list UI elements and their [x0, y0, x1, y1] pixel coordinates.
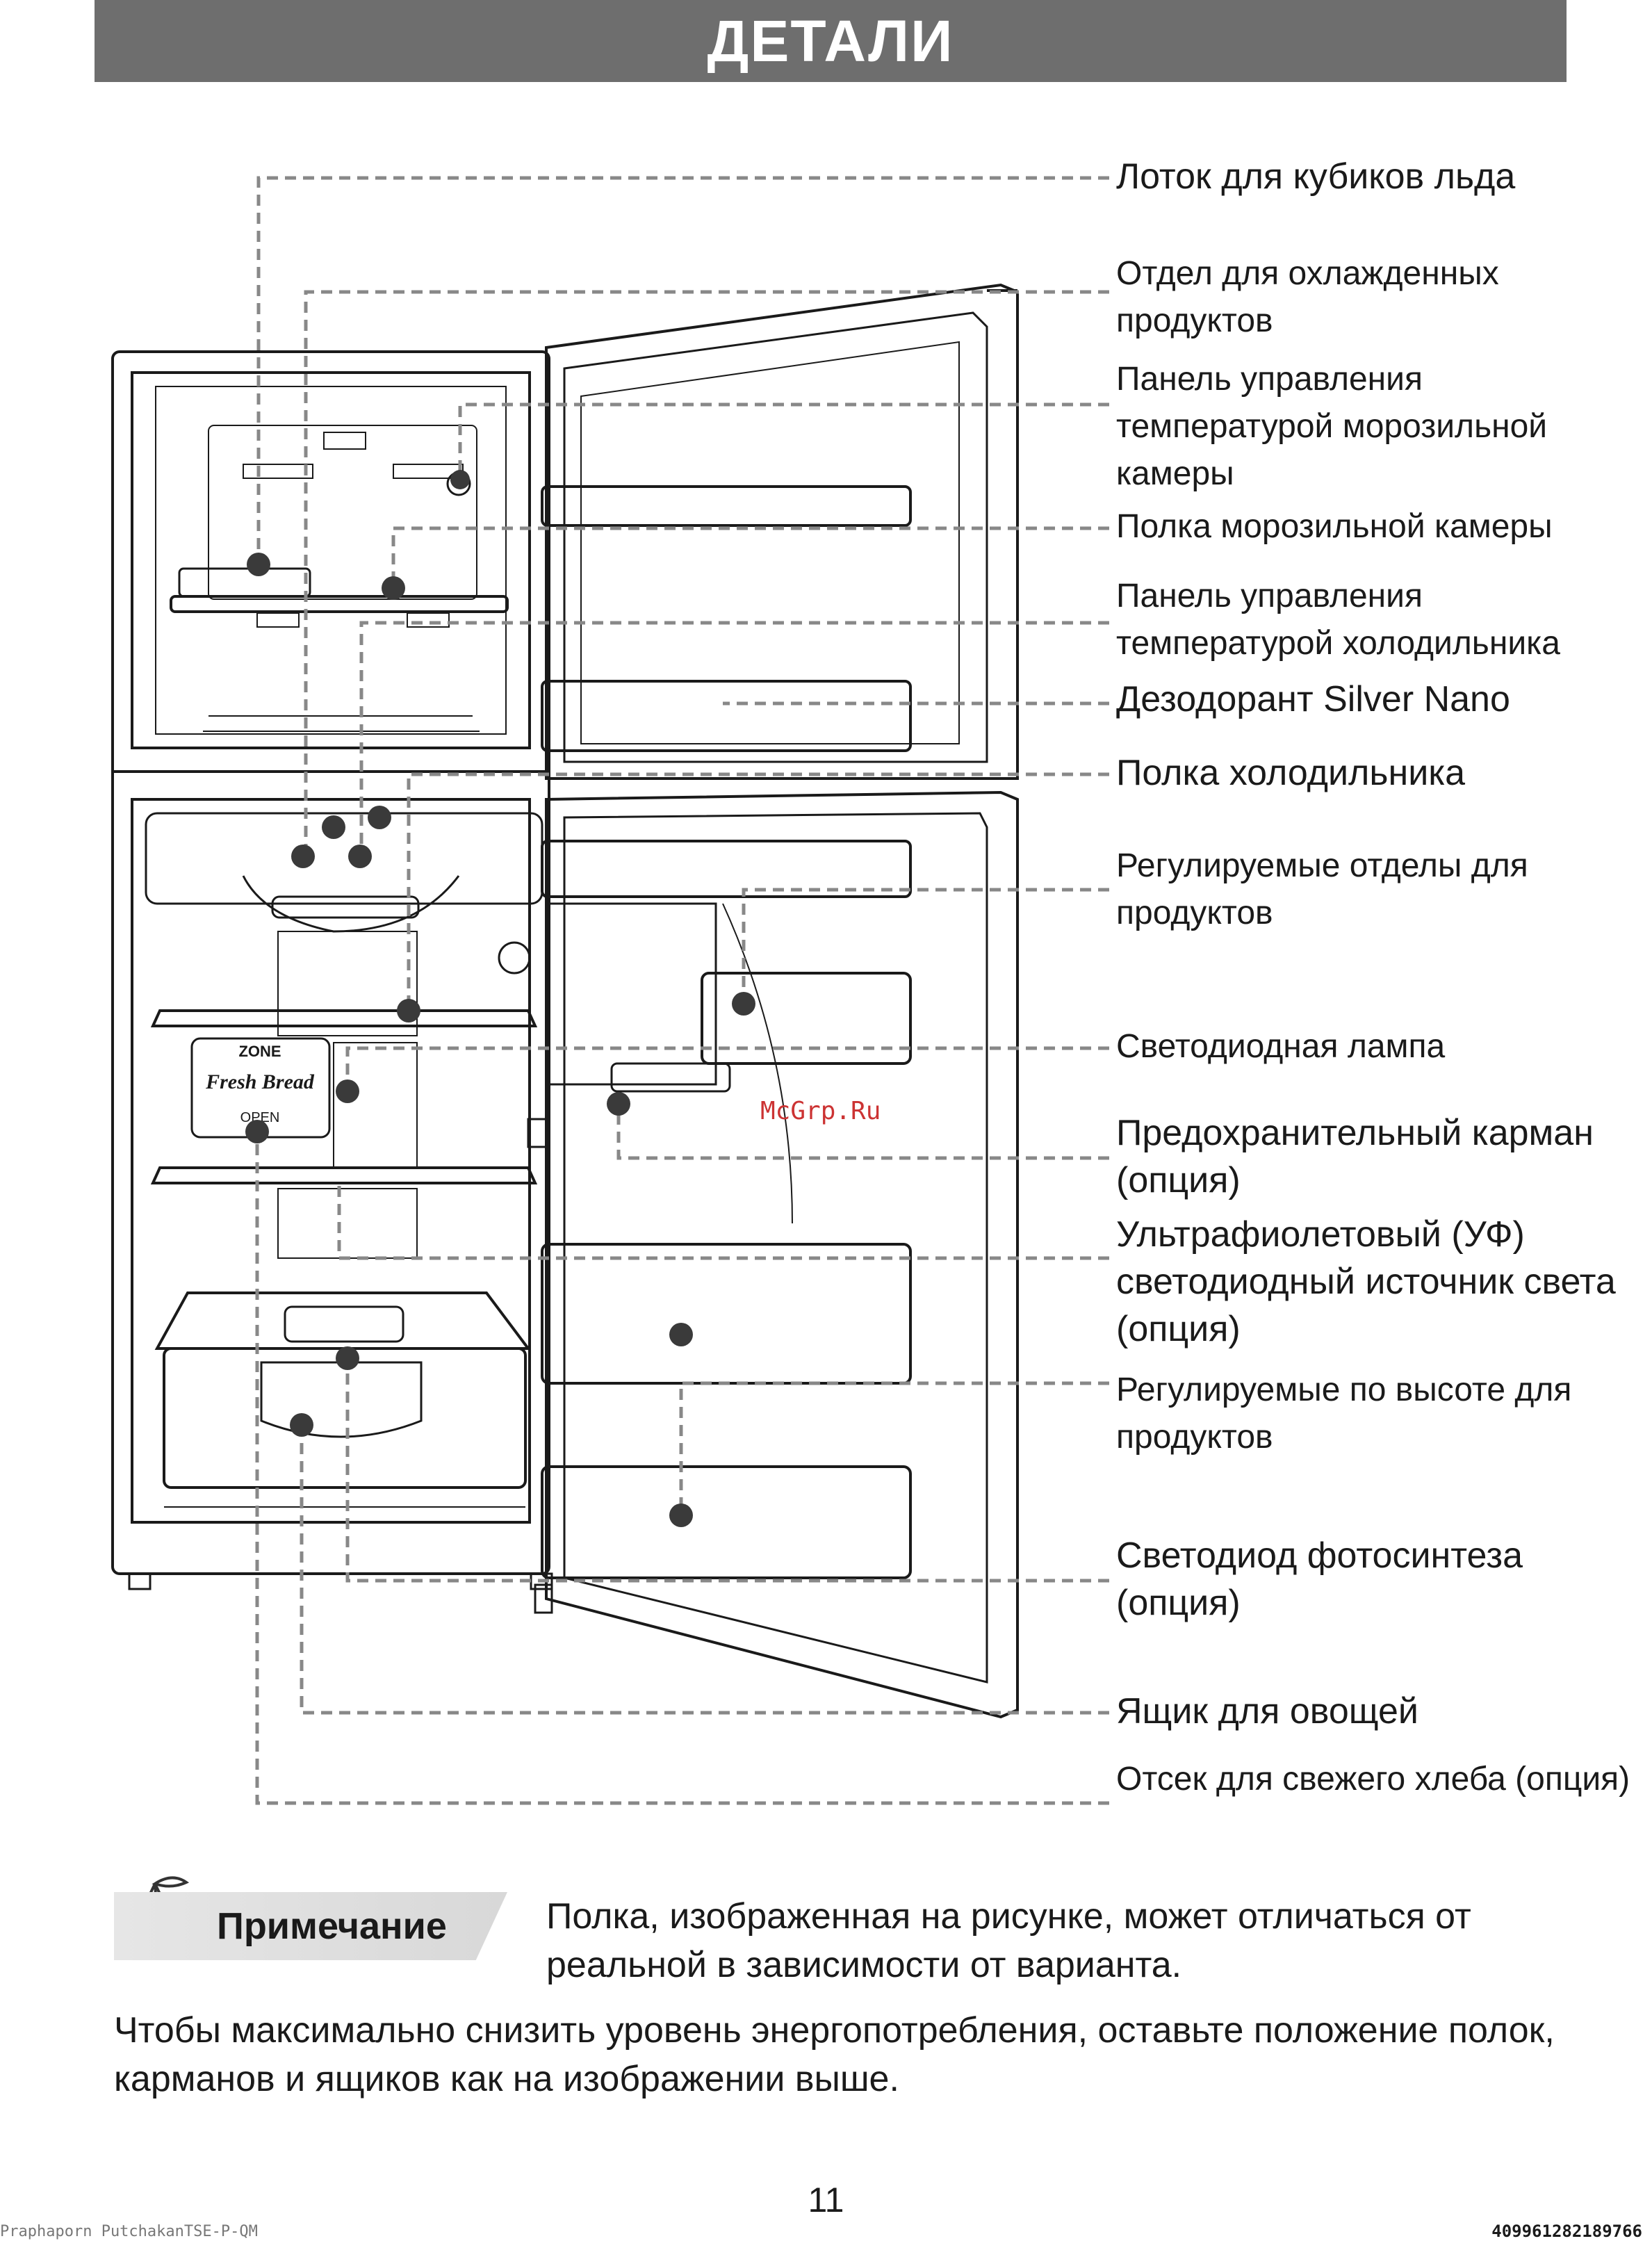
fridge-door — [545, 790, 1019, 1719]
label-height-adjust: Регулируемые по высоте для продуктов — [1116, 1371, 1572, 1456]
leader-adjustable-bins — [742, 888, 1109, 1004]
dot-door-bin-bottom — [669, 1503, 693, 1527]
label-fridge-shelf: Полка холодильника — [1116, 753, 1466, 793]
leader-fresh-bread — [255, 1132, 1109, 1805]
section-title: ДЕТАЛИ — [707, 8, 954, 74]
page-number: 11 — [808, 2181, 844, 2219]
dot-chilled-3 — [291, 845, 315, 868]
dot-chilled-1 — [322, 815, 345, 839]
leader-ice-tray — [256, 176, 1109, 564]
leader-uv-led — [337, 1182, 1109, 1260]
dot-chilled-2 — [368, 806, 391, 829]
freezer-shelf — [170, 595, 509, 613]
leader-vegetable-drawer — [300, 1425, 1109, 1715]
door-bin-bottom — [541, 1465, 912, 1579]
dot-freezer-control — [450, 470, 470, 489]
fridge-compartment — [131, 798, 531, 1524]
section-header: ДЕТАЛИ — [95, 0, 1567, 82]
dot-vegetable-drawer — [290, 1413, 313, 1437]
label-fridge-control: Панель управления температурой холодильн… — [1116, 578, 1560, 662]
leader-led-lamp — [345, 1046, 1109, 1091]
label-freezer-control: Панель управления температурой морозильн… — [1116, 361, 1548, 492]
leader-freezer-control — [458, 402, 1109, 473]
vegetable-drawer-lid — [154, 1291, 531, 1350]
door-display-box — [548, 902, 717, 1086]
footer-code: 409961282189766 — [1491, 2222, 1642, 2241]
dot-ice-tray — [247, 553, 270, 576]
dot-safety-pocket — [607, 1092, 630, 1116]
leader-height-adjust — [679, 1381, 1109, 1515]
cabinet-outline — [111, 350, 550, 1575]
label-fresh-bread: Отсек для свежего хлеба (опция) — [1116, 1761, 1630, 1798]
dot-fridge-shelf — [397, 999, 420, 1022]
leader-freezer-shelf — [391, 526, 1109, 588]
label-led-lamp: Светодиодная лампа — [1116, 1028, 1446, 1065]
label-freezer-shelf: Полка морозильной камеры — [1116, 508, 1553, 545]
freezer-door-shelf-1 — [541, 485, 912, 527]
label-uv-led: Ультрафиолетовый (УФ) светодиодный источ… — [1116, 1214, 1616, 1349]
leader-photosynthesis — [345, 1365, 1109, 1583]
label-photosynthesis: Светодиод фотосинтеза (опция) — [1116, 1535, 1523, 1623]
note-badge — [114, 1892, 507, 1960]
label-vegetable-drawer: Ящик для овощей — [1116, 1691, 1418, 1731]
watermark: McGrp.Ru — [760, 1097, 881, 1125]
leader-fridge-shelf — [407, 772, 1109, 1011]
dot-vegetable-lid — [336, 1346, 359, 1370]
fridge-shelf-1 — [150, 1009, 538, 1027]
freezer-compartment — [131, 371, 531, 749]
fridge-shelf-2 — [150, 1166, 538, 1184]
refrigerator-diagram: ZONE Fresh Bread OPEN — [111, 176, 1109, 1805]
dot-adjustable-bins — [732, 992, 755, 1016]
note-label: Примечание — [217, 1905, 447, 1947]
label-safety-pocket: Предохранительный карман (опция) — [1116, 1113, 1594, 1200]
energy-saving-text: Чтобы максимально снизить уровень энерго… — [114, 2010, 1555, 2099]
leader-safety-pocket — [616, 1112, 1109, 1160]
door-bin-middle — [541, 1243, 912, 1385]
door-adjustable-bin — [701, 972, 912, 1065]
label-ice-tray: Лоток для кубиков льда — [1116, 156, 1516, 197]
dot-fresh-bread — [245, 1120, 269, 1143]
dot-chilled-4 — [348, 845, 372, 868]
label-adjustable-bins: Регулируемые отделы для продуктов — [1116, 847, 1528, 931]
label-chilled-compartment: Отдел для охлажденных продуктов — [1116, 255, 1499, 339]
freezer-door — [545, 283, 1019, 780]
leader-chilled — [304, 290, 1109, 856]
dot-led-lamp — [336, 1079, 359, 1103]
open-text: OPEN — [240, 1110, 280, 1125]
dot-door-bin-middle — [669, 1323, 693, 1346]
footer-author: Praphaporn PutchakanTSE-P-QM — [0, 2223, 258, 2240]
fresh-bread-text: Fresh Bread — [205, 1070, 315, 1093]
door-pocket-top — [541, 840, 912, 898]
label-deodorant: Дезодорант Silver Nano — [1116, 679, 1510, 719]
dot-freezer-shelf — [382, 576, 405, 600]
note-text: Полка, изображенная на рисунке, может от… — [546, 1896, 1471, 1985]
ice-tray — [178, 567, 311, 598]
freezer-door-shelf-2 — [541, 680, 912, 752]
zone-text: ZONE — [238, 1043, 281, 1060]
leader-fridge-control — [359, 621, 1109, 858]
